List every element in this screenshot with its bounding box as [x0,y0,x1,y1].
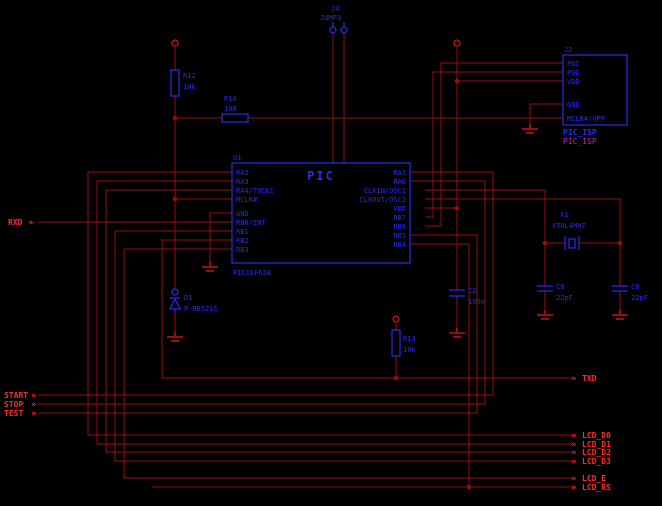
mcu-pin-ra3: RA3 [236,178,249,186]
d1-value: P-RB521S [184,305,218,313]
net-label-lcd-e[interactable]: LCD_E [582,474,606,483]
net-label-rxd[interactable]: RXD [8,218,23,227]
r14-ref: R14 [224,95,237,103]
isp-connector[interactable]: J2 PGC PGD VDD GND MCLR#/VPP PIC_ISP PIC… [562,46,628,146]
mcu-pin-vdd: VDD [393,205,406,213]
net-label-start[interactable]: START [4,391,28,400]
diode-d1[interactable]: D1 P-RB521S [169,288,218,313]
ground-icon [537,310,553,320]
mcu-pin-osc1: CLKIN/OSC1 [364,187,406,195]
isp-pin-gnd: GND [567,101,580,109]
net-label-lcd-d0[interactable]: LCD_D0 [582,431,611,440]
wire-segments[interactable] [38,33,621,488]
resistor-r13[interactable]: R13 10k [391,329,416,357]
mcu-pic[interactable]: U1 PIC RA2 RA3 RA4/T0CKI MCLR# GND RB0/I… [231,154,411,277]
isp-pin-vdd: VDD [567,78,580,86]
c2-ref: C2 [468,287,476,295]
c2-value: 100n [468,298,485,306]
testpoint-pad [392,315,400,323]
vdd-pad [453,39,461,47]
isp-pin-mclr: MCLR#/VPP [567,115,605,123]
mcu-pin-osc2: CLKOUT/OSC2 [360,196,406,204]
mcu-pin-ra4: RA4/T0CKI [236,187,274,195]
isp-pin-pgc: PGC [567,60,580,68]
net-arrow-icon: » [31,400,36,410]
resistor-r12[interactable]: R12 10k [170,69,196,97]
mcu-title: PIC [307,169,335,183]
mcu-pin-rb3: RB3 [236,246,249,254]
r13-value: 10k [403,346,416,354]
ground-icon [449,328,465,338]
jumper-jump3[interactable]: J4 JUMP3 [320,5,348,34]
net-label-lcd-d2[interactable]: LCD_D2 [582,448,611,457]
mcu-pin-mclr: MCLR# [236,196,258,204]
r13-ref: R13 [403,335,416,343]
vdd-pad [171,39,179,47]
mcu-pin-rb2: RB2 [236,237,249,245]
net-label-lcd-d1[interactable]: LCD_D1 [582,440,611,449]
mcu-pin-rb5: RB5 [393,232,406,240]
mcu-pin-rb1: RB1 [236,228,249,236]
mcu-ref: U1 [233,154,241,162]
mcu-pin-ra2: RA2 [236,169,249,177]
resistor-r14[interactable]: R14 100 [221,95,249,123]
net-arrow-icon: » [31,391,36,401]
capacitor-c9[interactable]: C9 22pF [612,283,648,302]
ground-icon [202,262,218,272]
capacitor-c2[interactable]: C2 100n [449,287,485,306]
isp-sheet-name: PIC_ISP [563,137,597,146]
net-label-test[interactable]: TEST [4,409,23,418]
c9-ref: C9 [631,283,639,291]
net-arrow-icon: » [571,440,576,450]
net-label-lcd-d3[interactable]: LCD_D3 [582,457,611,466]
mcu-pin-gnd: GND [236,210,249,218]
mcu-pin-ra1: RA1 [393,169,406,177]
x1-value: XTAL4MHZ [552,222,586,230]
ground-symbols[interactable] [167,124,628,342]
ground-icon [522,124,538,134]
mcu-pin-rb4: RB4 [393,241,406,249]
ground-icon [167,332,183,342]
net-arrow-icon: » [571,483,576,493]
net-arrow-icon: » [571,374,576,384]
mcu-pin-ra0: RA0 [393,178,406,186]
net-label-stop[interactable]: STOP [4,400,23,409]
supply-pads[interactable] [171,39,461,323]
jumper-value: JUMP3 [320,14,341,22]
net-label-txd[interactable]: TXD [582,374,597,383]
net-arrow-icon: » [31,409,36,419]
net-arrow-icon: » [28,218,33,228]
c8-ref: C8 [556,283,564,291]
d1-ref: D1 [184,294,192,302]
c9-value: 22pF [631,294,648,302]
net-arrow-icon: » [571,431,576,441]
net-arrow-icon: » [571,448,576,458]
crystal-x1[interactable]: X1 XTAL4MHZ [552,211,586,250]
mcu-pin-rb0: RB0/INT [236,219,266,227]
r12-value: 10k [183,83,196,91]
jumper-ref: J4 [331,5,339,13]
net-labels[interactable]: RXD » START » STOP » TEST » » TXD » LCD_… [4,218,611,493]
isp-label: PIC_ISP [563,128,597,137]
ground-icon [612,310,628,320]
capacitor-c8[interactable]: C8 22pF [537,283,573,302]
net-arrow-icon: » [571,457,576,467]
mcu-pin-rb6: RB6 [393,223,406,231]
isp-ref: J2 [564,46,572,54]
r12-ref: R12 [183,72,196,80]
x1-ref: X1 [560,211,568,219]
r14-value: 100 [224,105,237,113]
isp-pin-pgd: PGD [567,69,580,77]
c8-value: 22pF [556,294,573,302]
net-arrow-icon: » [571,474,576,484]
junction-dots [172,78,623,490]
mcu-pin-rb7: RB7 [393,214,406,222]
mcu-part-number: PIC16F628 [233,269,271,277]
net-label-lcd-rs[interactable]: LCD_RS [582,483,611,492]
